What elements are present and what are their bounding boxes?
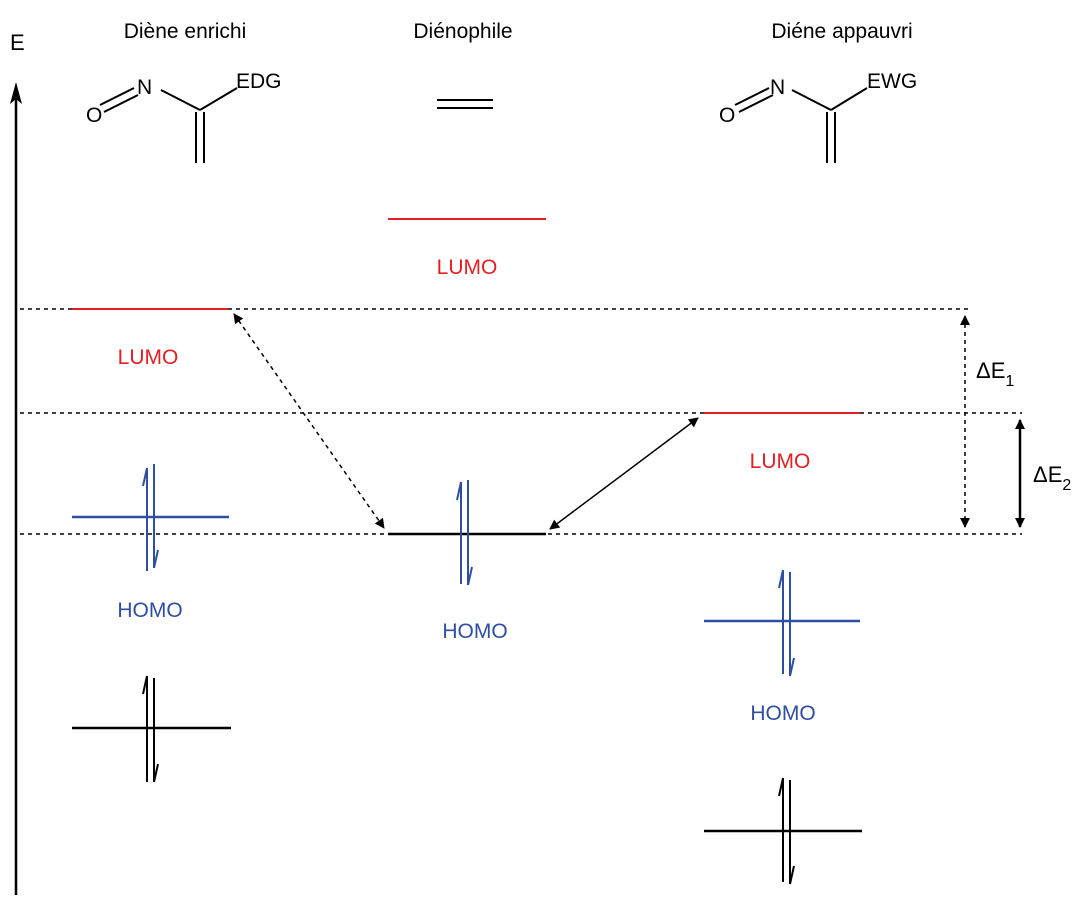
electron-pair-icon	[142, 675, 159, 783]
structure-poor-diene	[734, 87, 868, 163]
homo-level-poor-diene	[704, 569, 860, 677]
lumo-label-rich-diene: LUMO	[118, 346, 179, 369]
core-level-rich-diene	[72, 675, 231, 783]
homo-label-rich-diene: HOMO	[117, 599, 182, 622]
structure-dienophile	[437, 99, 493, 109]
electron-pair-icon	[456, 480, 473, 586]
lumo-label-dienophile: LUMO	[437, 256, 498, 279]
edg-label: EDG	[236, 70, 282, 93]
oxygen-label: O	[719, 104, 735, 127]
nitrogen-label: N	[137, 76, 152, 99]
homo-label-dienophile: HOMO	[442, 620, 507, 643]
interaction-arrow-solid	[549, 417, 699, 530]
gap-label-1: ΔE1	[976, 358, 1014, 390]
column-title-poor-diene: Diéne appauvri	[771, 20, 912, 43]
structure-rich-diene	[99, 87, 238, 163]
reference-lines	[20, 308, 1022, 535]
electron-pair-icon	[778, 777, 795, 885]
interaction-arrow-dashed	[233, 313, 385, 529]
gap-label-2: ΔE2	[1033, 462, 1071, 494]
ewg-label: EWG	[867, 70, 917, 93]
homo-label-poor-diene: HOMO	[750, 702, 815, 725]
homo-level-rich-diene	[72, 464, 229, 571]
axis-label: E	[10, 30, 25, 55]
electron-pair-icon	[778, 569, 795, 677]
core-level-poor-diene	[704, 777, 862, 885]
axis-arrow-icon	[10, 82, 22, 104]
lumo-label-poor-diene: LUMO	[750, 450, 811, 473]
oxygen-label: O	[86, 104, 102, 127]
electron-pair-icon	[142, 464, 159, 571]
column-title-rich-diene: Diène enrichi	[124, 20, 247, 43]
homo-level-dienophile	[388, 480, 546, 586]
energy-axis: E	[10, 30, 25, 895]
column-title-dienophile: Diénophile	[413, 20, 512, 43]
nitrogen-label: N	[770, 76, 785, 99]
